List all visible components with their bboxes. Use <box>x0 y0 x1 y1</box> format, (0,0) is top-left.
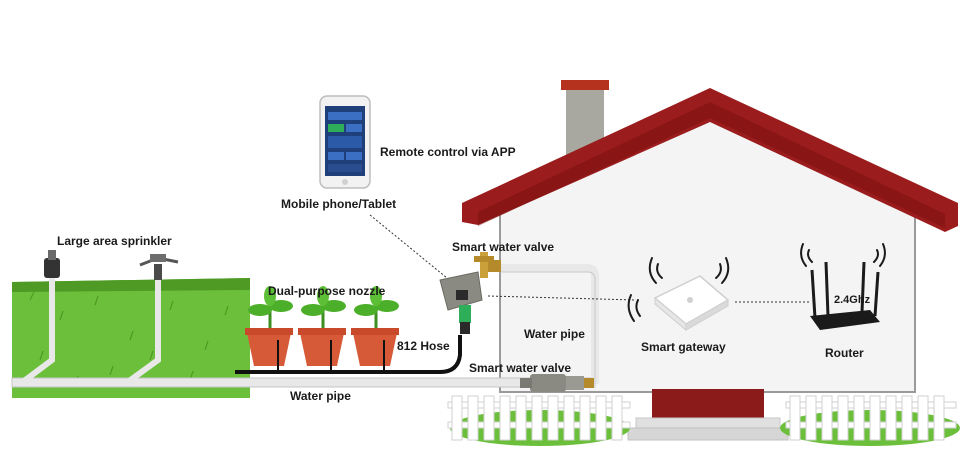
chimney-cap <box>561 80 609 90</box>
step-2 <box>627 427 789 441</box>
smart-valve-top-label: Smart water valve <box>452 240 555 254</box>
hose-line <box>235 335 462 374</box>
router-label: Router <box>825 346 864 360</box>
connector-phone-valve <box>369 214 448 279</box>
wifi-icon <box>627 243 886 322</box>
water-pipe-vertical-label: Water pipe <box>524 327 585 341</box>
large-sprinkler-label: Large area sprinkler <box>57 234 172 248</box>
plant-pots <box>245 286 399 372</box>
remote-control-label: Remote control via APP <box>380 145 516 159</box>
valve-icon <box>520 374 594 392</box>
router-icon <box>810 261 880 330</box>
sprinkler-riser-2 <box>123 278 161 387</box>
hose-label: 812 Hose <box>397 339 450 353</box>
house-icon <box>462 80 958 441</box>
water-pipe-vertical <box>500 264 599 384</box>
dual-nozzle-label: Dual-purpose nozzle <box>268 284 386 298</box>
band-label: 2.4Ghz <box>834 294 871 306</box>
plant-pot-icon <box>351 286 399 372</box>
step-1 <box>635 417 781 429</box>
water-pipes <box>11 264 599 388</box>
water-pipe-bottom-label: Water pipe <box>290 389 351 403</box>
sprinkler-icon <box>44 250 60 278</box>
water-pipe-bottom <box>11 377 593 388</box>
phone-icon <box>319 95 371 189</box>
smart-gateway-label: Smart gateway <box>641 340 726 354</box>
fence-icon <box>447 395 960 446</box>
plant-pot-icon <box>298 286 346 372</box>
lawn <box>12 278 250 398</box>
sprinkler-riser-1 <box>18 278 55 387</box>
smart-valve-bottom-label: Smart water valve <box>469 361 572 375</box>
door <box>652 389 764 419</box>
mobile-phone-label: Mobile phone/Tablet <box>281 197 397 211</box>
valve-icon <box>439 252 501 334</box>
gateway-icon <box>653 275 730 332</box>
connector-valve-gateway <box>487 295 637 301</box>
plant-pot-icon <box>245 286 293 372</box>
sprinkler-icon <box>139 254 179 280</box>
